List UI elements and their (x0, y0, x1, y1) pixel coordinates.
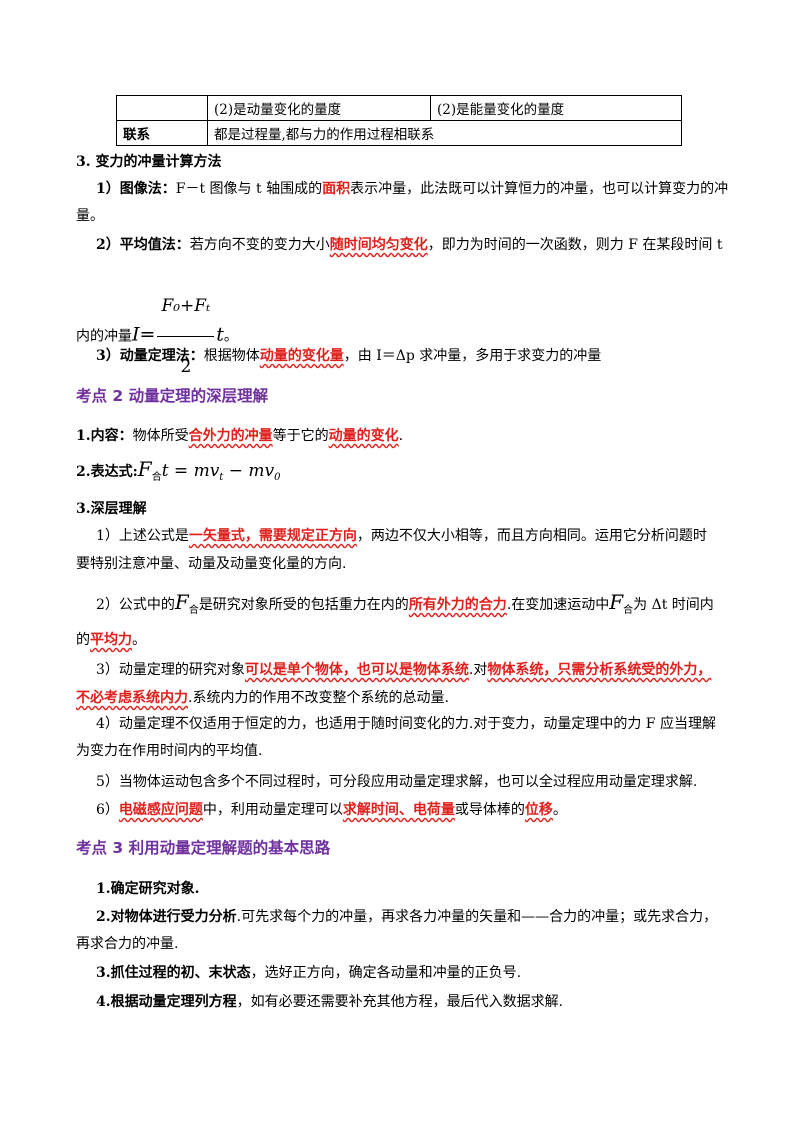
table-cell (116, 95, 208, 121)
table-cell: (2)是动量变化的量度 (207, 95, 431, 121)
table-cell: (2)是能量变化的量度 (430, 95, 682, 121)
section-heading: 考点 3 利用动量定理解题的基本思路 (76, 839, 331, 857)
item-2-cont: 的平均力。 (76, 632, 146, 648)
section-title: 3. 变力的冲量计算方法 (76, 154, 222, 170)
step-2: 2.对物体进行受力分析.可先求每个力的冲量，再求各力冲量的矢量和——合力的冲量；… (96, 909, 718, 925)
item-2: 2）公式中的F合是研究对象所受的包括重力在内的所有外力的合力.在变加速运动中F合… (96, 590, 714, 616)
item-4: 4）动量定理不仅适用于恒定的力，也适用于随时间变化的力.对于变力，动量定理中的力… (96, 716, 716, 732)
table-row: (2)是动量变化的量度 (2)是能量变化的量度 (116, 95, 682, 121)
method-1-cont: 量。 (76, 208, 104, 224)
method-2: 2）平均值法：若方向不变的变力大小随时间均匀变化，即力为时间的一次函数，则力 F… (96, 237, 723, 253)
item-1-cont: 要特别注意冲量、动量及动量变化量的方向. (76, 556, 347, 572)
table-row: 联系 都是过程量,都与力的作用过程相联系 (116, 120, 682, 146)
section-heading: 考点 2 动量定理的深层理解 (76, 387, 269, 405)
item-3: 3）动量定理的研究对象可以是单个物体，也可以是物体系统.对物体系统，只需分析系统… (96, 662, 712, 678)
item-4-cont: 为变力在作用时间内的平均值. (76, 743, 263, 759)
formula-momentum-theorem: F合t = mvt − mv0 (137, 457, 281, 483)
step-1: 1.确定研究对象. (96, 881, 200, 897)
method-1: 1）图像法：F－t 图像与 t 轴围成的面积表示冲量，此法既可以计算恒力的冲量，… (96, 181, 729, 197)
item-6: 6）电磁感应问题中，利用动量定理可以求解时间、电荷量或导体棒的位移。 (96, 802, 567, 818)
item-1: 1）上述公式是一矢量式，需要规定正方向，两边不仅大小相等，而且方向相同。运用它分… (96, 528, 707, 544)
comparison-table: (2)是动量变化的量度 (2)是能量变化的量度 联系 都是过程量,都与力的作用过… (116, 95, 682, 146)
content-paragraph: 1.内容：物体所受合外力的冲量等于它的动量的变化. (76, 428, 404, 444)
table-cell: 都是过程量,都与力的作用过程相联系 (207, 120, 682, 146)
formula-impulse: I= (132, 323, 156, 346)
subheading: 3.深层理解 (76, 501, 147, 517)
expression-line: 2.表达式:F合t = mvt − mv0 (76, 457, 281, 483)
table-cell: 联系 (116, 120, 208, 146)
method-3: 3）动量定理法：根据物体动量的变化量，由 I＝Δp 求冲量，多用于求变力的冲量 (96, 348, 602, 364)
step-2-cont: 再求合力的冲量. (76, 936, 179, 952)
item-5: 5）当物体运动包含多个不同过程时，可分段应用动量定理求解，也可以全过程应用动量定… (96, 774, 698, 790)
step-3: 3.抓住过程的初、末状态，选好正方向，确定各动量和冲量的正负号. (96, 965, 522, 981)
step-4: 4.根据动量定理列方程，如有必要还需要补充其他方程，最后代入数据求解. (96, 994, 564, 1010)
item-3-cont: 不必考虑系统内力.系统内力的作用不改变整个系统的总动量. (76, 690, 449, 706)
